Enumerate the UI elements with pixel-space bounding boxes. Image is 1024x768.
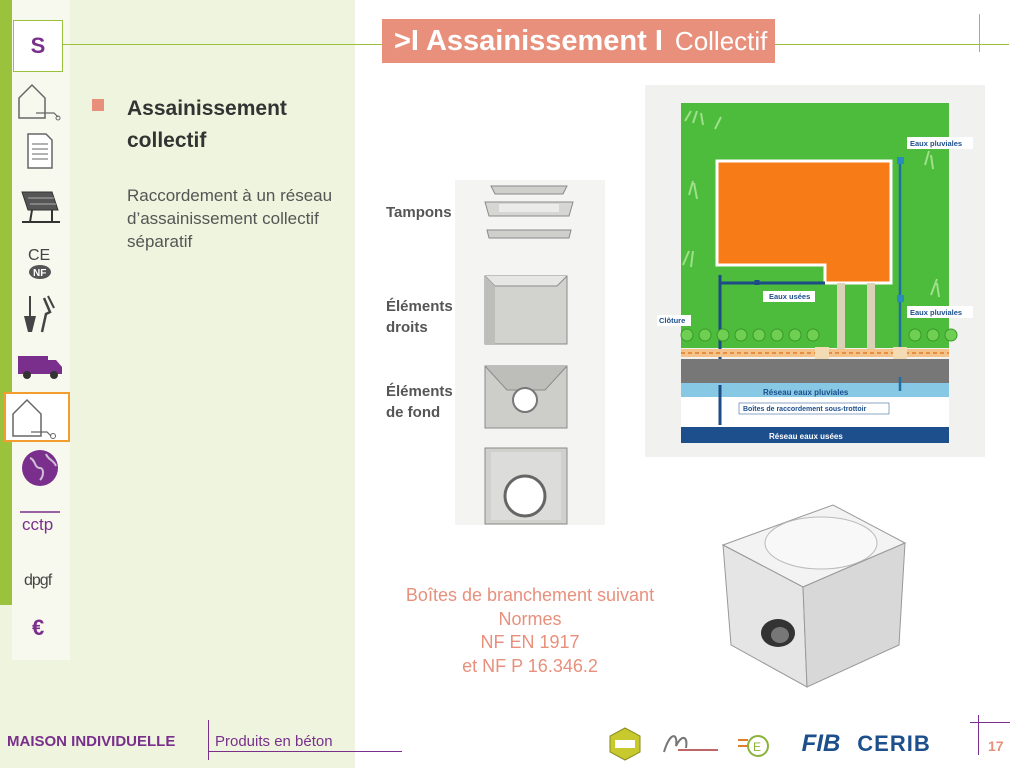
cerpet-logo-icon	[663, 735, 718, 753]
label-eaux-pluviales-right: Eaux pluviales	[910, 308, 962, 317]
sidebar-item-globe[interactable]	[14, 446, 66, 490]
label-eaux-pluviales-top: Eaux pluviales	[910, 139, 962, 148]
sidebar-item-truck[interactable]	[14, 342, 66, 386]
fib-logo[interactable]: FIB	[795, 724, 847, 764]
label-reseau-pluviales: Réseau eaux pluviales	[763, 388, 849, 397]
caption-line-4: et NF P 16.346.2	[462, 655, 598, 676]
footer-subtitle: Produits en béton	[215, 733, 333, 750]
ecole-beton-logo[interactable]	[605, 724, 645, 764]
solar-panel-icon	[21, 191, 60, 223]
label-boites-raccordement: Boîtes de raccordement sous-trottoir	[743, 406, 867, 413]
footer-title: MAISON INDIVIDUELLE	[7, 733, 176, 750]
left-accent-bar	[0, 0, 12, 605]
title-sub: Collectif	[674, 25, 768, 56]
sidebar-item-solar[interactable]	[14, 184, 66, 228]
sidebar-item-cctp[interactable]: cctp	[14, 500, 66, 544]
site-diagram: Eaux pluviales Eaux usées Eaux pluviales…	[645, 85, 985, 457]
components-illustration	[455, 180, 605, 525]
euro-text: €	[32, 615, 44, 640]
footer-underline	[208, 751, 402, 752]
sidebar-item-house-connection[interactable]	[4, 392, 70, 442]
concrete-elements-drawing	[484, 185, 574, 525]
header-corner-hline	[979, 44, 1009, 45]
cerpet-logo[interactable]	[660, 724, 722, 764]
page-corner-hline	[970, 722, 1010, 723]
sidebar-item-document[interactable]	[14, 128, 66, 172]
nf-mark: NF	[33, 268, 46, 279]
header-corner-vline	[979, 14, 980, 52]
section-body: Raccordement à un réseau d’assainissemen…	[127, 186, 333, 251]
network-diagram: Eaux pluviales Eaux usées Eaux pluviales…	[645, 85, 985, 457]
label-elements-fond: Éléments de fond	[386, 383, 453, 421]
dpgf-icon: dpgf	[24, 572, 54, 589]
concrete-box-image	[683, 495, 953, 695]
euro-icon: €	[32, 615, 44, 640]
label-eaux-usees: Eaux usées	[769, 292, 810, 301]
globe-icon	[22, 450, 58, 486]
bullet-square	[92, 99, 104, 111]
eco-logo-icon: E	[738, 735, 769, 757]
sidebar-item-s[interactable]: S	[13, 20, 63, 72]
ce-nf-icon: CE NF	[28, 247, 51, 279]
cerib-logo-text: CERIB	[857, 731, 931, 756]
dpgf-text: dpgf	[24, 572, 53, 589]
page-corner-vline	[978, 715, 979, 755]
title-main: >I Assainissement I	[394, 24, 663, 57]
cctp-text: cctp	[22, 515, 53, 534]
eco-logo[interactable]: E	[735, 724, 773, 764]
tools-icon	[24, 295, 55, 333]
label-cloture: Clôture	[659, 316, 685, 325]
label-tampons: Tampons	[386, 204, 452, 221]
sidebar-item-ce-nf[interactable]: CE NF	[14, 240, 66, 284]
truck-icon	[18, 356, 62, 379]
caption-line-3: NF EN 1917	[480, 632, 580, 652]
sidebar-item-tools[interactable]	[14, 292, 66, 336]
sidebar-item-dpgf[interactable]: dpgf	[14, 555, 66, 599]
sidebar-item-house-plug[interactable]	[14, 78, 66, 122]
caption-line-2: Normes	[498, 608, 562, 629]
ecole-logo-icon	[609, 727, 641, 761]
page-number: 17	[988, 738, 1004, 754]
house-connection-icon	[12, 398, 56, 439]
ce-mark: CE	[28, 247, 50, 264]
caption-line-1: Boîtes de branchement suivant	[405, 585, 655, 605]
s-icon: S	[30, 33, 46, 58]
caption: Boîtes de branchement suivant Normes NF …	[380, 584, 680, 678]
connection-box-drawing	[683, 495, 953, 695]
sidebar-item-euro[interactable]: €	[14, 605, 66, 649]
sidebar-column	[12, 0, 70, 660]
house-plug-icon	[18, 83, 61, 121]
cctp-icon: cctp	[20, 511, 60, 534]
page-title: >I Assainissement I Collectif	[382, 19, 776, 63]
label-elements-droits: Éléments droits	[386, 298, 453, 336]
section-title: Assainissement collectif	[127, 97, 287, 152]
cerib-logo[interactable]: CERIB	[857, 724, 931, 764]
document-icon	[27, 133, 53, 169]
footer-separator	[208, 720, 209, 760]
fib-logo-text: FIB	[801, 730, 841, 757]
label-reseau-usees: Réseau eaux usées	[769, 432, 843, 441]
svg-text:E: E	[753, 740, 761, 754]
